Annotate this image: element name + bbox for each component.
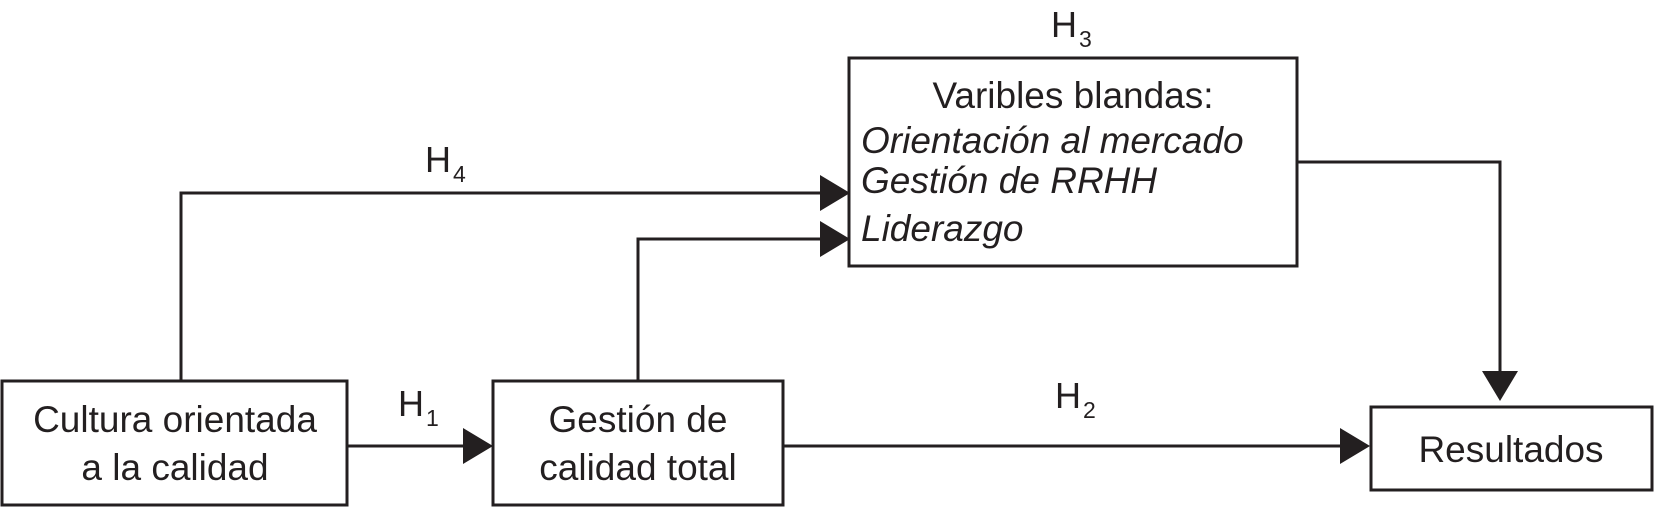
node-varibles-box [847,56,1299,268]
node-resultados-label: Resultados [1418,429,1603,470]
arrowhead-h2 [1340,428,1370,464]
arrowhead-gestion-varibles [820,221,850,257]
node-varibles: Varibles blandas: Orientación al mercado… [847,56,1299,268]
node-gestion-box [491,379,785,507]
edge-cultura-to-varibles [179,191,820,380]
arrowhead-h4 [820,175,850,211]
node-gestion-line1: Gestión de [549,399,728,440]
node-cultura-line1: Cultura orientada [33,399,317,440]
edge-varibles-to-resultados [1297,160,1502,373]
node-varibles-item: Gestión de RRHH [861,160,1157,201]
node-gestion-line2: calidad total [539,447,736,488]
node-varibles-item: Orientación al mercado [861,120,1244,161]
node-cultura: Cultura orientada a la calidad [0,379,349,507]
node-varibles-title: Varibles blandas: [932,75,1213,116]
node-cultura-line2: a la calidad [81,447,268,488]
node-varibles-item: Liderazgo [861,208,1024,249]
edge-gestion-to-varibles [636,237,820,380]
node-cultura-box [0,379,349,507]
arrowhead-h3 [1482,371,1518,401]
hypothesis-h4-label: H4 [425,139,466,187]
node-resultados-box [1369,405,1654,492]
arrowhead-h1 [463,428,493,464]
hypothesis-h3-label: H3 [1051,4,1092,52]
edges [179,160,1518,464]
node-resultados: Resultados [1369,405,1654,492]
hypothesis-labels: H1 H2 H3 H4 [398,4,1096,431]
hypothesis-h1-label: H1 [398,383,439,431]
node-gestion: Gestión de calidad total [491,379,785,507]
hypothesis-h2-label: H2 [1055,375,1096,423]
